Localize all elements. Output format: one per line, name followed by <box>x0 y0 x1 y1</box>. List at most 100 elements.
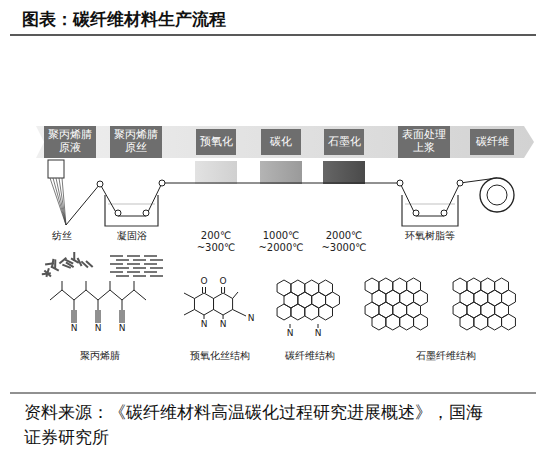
carbonyl-bond <box>221 287 222 293</box>
annotation: 预氧化丝结构 <box>180 350 260 362</box>
stage-label: 聚丙烯腈原液 <box>47 129 93 154</box>
stage-label: 预氧化 <box>200 136 233 149</box>
aligned-fiber <box>116 259 129 261</box>
bond <box>290 324 291 328</box>
nitrile-bond <box>120 310 121 323</box>
hexagon-ring <box>194 293 213 315</box>
atom-symbol: N <box>284 328 296 338</box>
process-stage: 碳化 <box>261 129 301 155</box>
heat-zone <box>260 161 302 184</box>
hexagon-ring <box>400 314 414 330</box>
fiber-path <box>66 178 497 225</box>
heat-zone <box>323 161 365 184</box>
annotation: 纺丝 <box>42 230 82 242</box>
bond <box>122 300 123 310</box>
methyl-bond <box>62 281 63 290</box>
atom-symbol: N <box>68 323 80 333</box>
bond <box>318 324 319 328</box>
fiber-spool <box>487 185 507 205</box>
atom-symbol: N <box>198 319 210 329</box>
methyl-bond <box>184 310 194 316</box>
process-stage: 聚丙烯腈原丝 <box>110 126 162 157</box>
methyl-bond <box>134 281 135 290</box>
nitrile-bond <box>124 310 125 323</box>
annotation: 碳纤维结构 <box>275 350 345 362</box>
atom-symbol: N <box>92 323 104 333</box>
bond <box>74 300 75 310</box>
hexagon-ring <box>372 314 386 330</box>
aligned-fiber <box>133 267 146 269</box>
nitrile-bond <box>98 310 99 323</box>
stage-label: 聚丙烯腈原丝 <box>113 129 159 154</box>
process-stage: 表面处理上浆 <box>398 126 450 157</box>
methyl-bond <box>184 293 194 299</box>
aligned-fiber <box>150 275 163 277</box>
source-note: 资料来源：《碳纤维材料高温碳化过程研究进展概述》，国海证券研究所 <box>24 400 484 449</box>
aligned-fiber <box>127 263 140 265</box>
nitrile-bond <box>100 310 101 323</box>
aligned-fiber <box>150 267 163 269</box>
atom-symbol: N <box>116 323 128 333</box>
annotation: 1000℃ ~2000℃ <box>257 230 305 253</box>
carbonyl-bond <box>202 287 203 293</box>
fiber-fragment <box>65 260 73 264</box>
methyl-bond <box>86 281 87 290</box>
hexagon-ring <box>460 314 474 330</box>
carbonyl-bond <box>205 287 206 293</box>
coagulation-bath <box>105 195 158 226</box>
aligned-fiber <box>110 255 123 257</box>
hexagon-ring <box>502 314 516 330</box>
hexagon-ring <box>214 293 233 315</box>
hexagon-ring <box>414 314 428 330</box>
annotation: 2000℃ ~3000℃ <box>320 230 368 253</box>
annotation: 环氧树脂等 <box>400 230 460 242</box>
figure-title: 图表：碳纤维材料生产流程 <box>22 8 226 31</box>
process-stage: 预氧化 <box>196 129 236 155</box>
heat-zone <box>195 161 237 184</box>
nitrile-bond <box>76 310 77 323</box>
stage-label: 碳纤维 <box>476 136 509 149</box>
carbon-chain <box>50 290 146 300</box>
spinneret <box>48 160 64 178</box>
aligned-fiber <box>110 263 123 265</box>
bath-liquid <box>405 204 455 205</box>
process-stage: 碳纤维 <box>470 129 514 155</box>
carbonyl-bond <box>224 287 225 293</box>
title-rule <box>10 34 536 36</box>
stage-label: 碳化 <box>270 136 292 149</box>
aligned-fiber <box>116 275 129 277</box>
aligned-fiber <box>144 263 157 265</box>
methyl-bond <box>110 281 111 290</box>
hexagon-ring <box>386 314 400 330</box>
bond <box>204 315 205 319</box>
nitrile-bond <box>96 310 97 323</box>
annotation: 200℃ ~300℃ <box>194 230 238 253</box>
aligned-fiber <box>144 271 157 273</box>
fiber-fragment <box>54 259 56 268</box>
atom-symbol: O <box>198 276 210 286</box>
molecular-structures <box>42 252 516 330</box>
fiber-fragment <box>44 270 51 276</box>
atom-symbol: N <box>312 328 324 338</box>
process-stage: 聚丙烯腈原液 <box>44 126 96 157</box>
hexagon-ring <box>488 314 502 330</box>
hexagon-ring <box>474 314 488 330</box>
atom-symbol: N <box>245 313 257 323</box>
aligned-fiber <box>144 255 157 257</box>
fiber-fragment <box>52 259 53 268</box>
aligned-fiber <box>133 259 146 261</box>
fiber-spool <box>480 178 514 212</box>
stage-label: 表面处理上浆 <box>401 129 447 154</box>
hexagon-ring <box>305 304 319 320</box>
process-stage: 石墨化 <box>324 129 364 155</box>
annotation: 凝固浴 <box>109 230 155 242</box>
annotation: 石墨纤维结构 <box>406 350 486 362</box>
nitrile-bond <box>122 310 123 323</box>
atom-symbol: N <box>217 319 229 329</box>
caption-rule <box>10 393 536 394</box>
hexagon-ring <box>277 304 291 320</box>
spinning-filaments <box>50 178 66 225</box>
nitrile-bond <box>74 310 75 323</box>
sizing-bath <box>402 195 458 226</box>
bath-liquid <box>108 204 155 205</box>
